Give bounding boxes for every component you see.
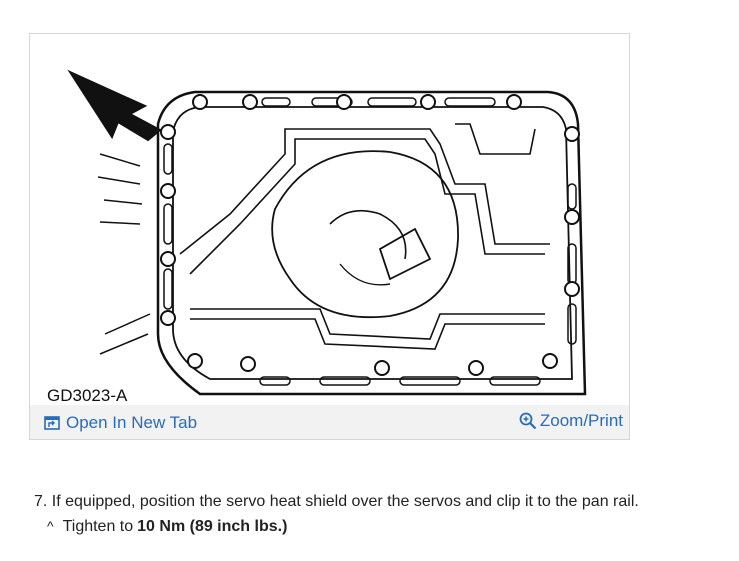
pan-inner-rail <box>172 106 573 380</box>
step-number: 7. <box>34 493 48 510</box>
pan-outer-flange <box>156 90 587 396</box>
zoom-print-label: Zoom/Print <box>539 411 623 430</box>
step-instruction: 7. If equipped, position the servo heat … <box>34 493 639 511</box>
zoom-print-link[interactable]: Zoom/Print <box>519 411 623 431</box>
magnifier-plus-icon <box>519 412 537 430</box>
servo-dome <box>271 150 459 319</box>
figure-card: GD3023-A Open In New Tab Zoom/Print <box>29 33 630 440</box>
open-in-new-tab-link[interactable]: Open In New Tab <box>44 413 197 433</box>
step-text: If equipped, position the servo heat shi… <box>51 493 639 510</box>
substep-torque: ^ Tighten to 10 Nm (89 inch lbs.) <box>47 518 287 536</box>
figure-code: GD3023-A <box>47 386 128 405</box>
open-in-new-tab-label: Open In New Tab <box>66 413 198 432</box>
figure-toolbar: Open In New Tab Zoom/Print <box>30 405 629 439</box>
substep-bullet: ^ <box>47 518 54 534</box>
arrow-indicator <box>67 69 162 142</box>
substep-prefix: Tighten to <box>62 518 134 535</box>
open-new-tab-icon <box>44 416 60 430</box>
transmission-pan-diagram <box>67 69 587 396</box>
torque-value: 10 Nm (89 inch lbs.) <box>137 518 288 535</box>
